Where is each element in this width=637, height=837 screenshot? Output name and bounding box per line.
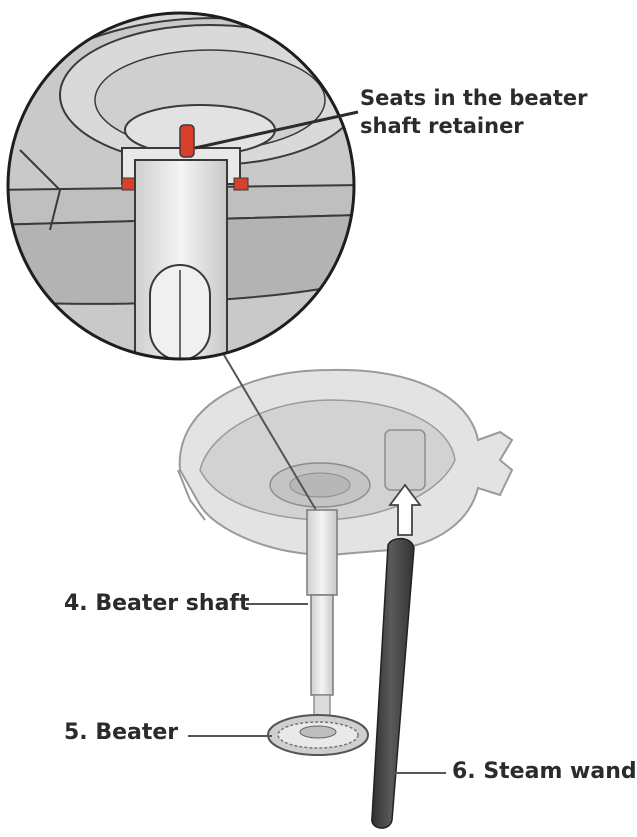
steam-wand-label: 6. Steam wand — [452, 759, 637, 784]
insert-arrow-icon — [388, 483, 422, 536]
assembly-diagram — [6, 11, 514, 829]
retainer-callout-line2: shaft retainer — [360, 114, 524, 138]
steam-wand — [371, 537, 415, 829]
zoom-detail — [6, 11, 356, 361]
leader-retainer — [194, 110, 359, 150]
beater-shaft-label: 4. Beater shaft — [64, 591, 250, 616]
beater-label: 5. Beater — [64, 720, 179, 745]
whisk-housing — [177, 368, 514, 557]
zoom-pointer — [223, 354, 317, 511]
beater-whisk — [267, 714, 369, 756]
retainer-callout: Seats in the beater shaft retainer — [360, 84, 587, 140]
beater-shaft — [306, 509, 338, 718]
retainer-callout-line1: Seats in the beater — [360, 86, 588, 110]
